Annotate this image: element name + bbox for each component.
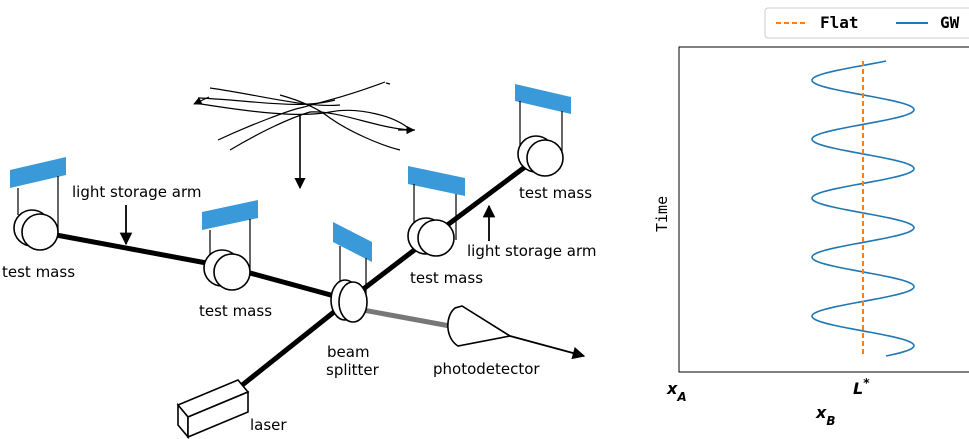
legend-label-flat: Flat (820, 13, 859, 32)
series-gw-line (811, 60, 915, 357)
x-axis-label: xB (815, 403, 835, 428)
test-mass-right-lower (407, 166, 465, 257)
light-storage-arm-right-label: light storage arm (467, 242, 596, 260)
gw-strain-symbol (193, 81, 416, 190)
test-mass-middle-label: test mass (199, 302, 272, 320)
test-mass-right-upper (515, 84, 571, 177)
left-arm-beam-outer (39, 229, 229, 270)
test-mass-left (10, 157, 66, 251)
mirror (333, 222, 372, 262)
chart: Flat GW Time xA L* xB (653, 7, 969, 428)
x-tick-lstar: L* (853, 376, 870, 398)
laser-label: laser (250, 416, 287, 434)
series-layer (811, 60, 915, 357)
beam-splitter (330, 222, 372, 323)
interferometer-diagram: light storage arm test mass test mass be… (2, 81, 596, 439)
test-mass-right-upper-label: test mass (519, 184, 592, 202)
mirror (10, 157, 66, 188)
light-storage-arm-left-label: light storage arm (72, 183, 201, 201)
x-tick-xa: xA (666, 379, 687, 404)
test-mass-left-label: test mass (2, 263, 75, 281)
beam-splitter-label-1: beam (327, 343, 370, 361)
legend-label-gw: GW (940, 13, 960, 32)
test-mass-middle (202, 200, 258, 291)
photodetector-label: photodetector (433, 360, 540, 378)
mirror (408, 166, 465, 196)
plot-frame (678, 46, 969, 373)
photodetector-beam (351, 305, 451, 329)
photodetector-device (447, 305, 586, 360)
legend: Flat GW (764, 7, 969, 39)
laser-box (176, 379, 250, 439)
mirror (202, 200, 258, 230)
y-axis-label: Time (653, 196, 671, 232)
beam-splitter-label-2: splitter (326, 361, 380, 379)
mirror (515, 84, 571, 114)
laser-beam (234, 298, 351, 392)
test-mass-right-lower-label: test mass (410, 269, 483, 287)
